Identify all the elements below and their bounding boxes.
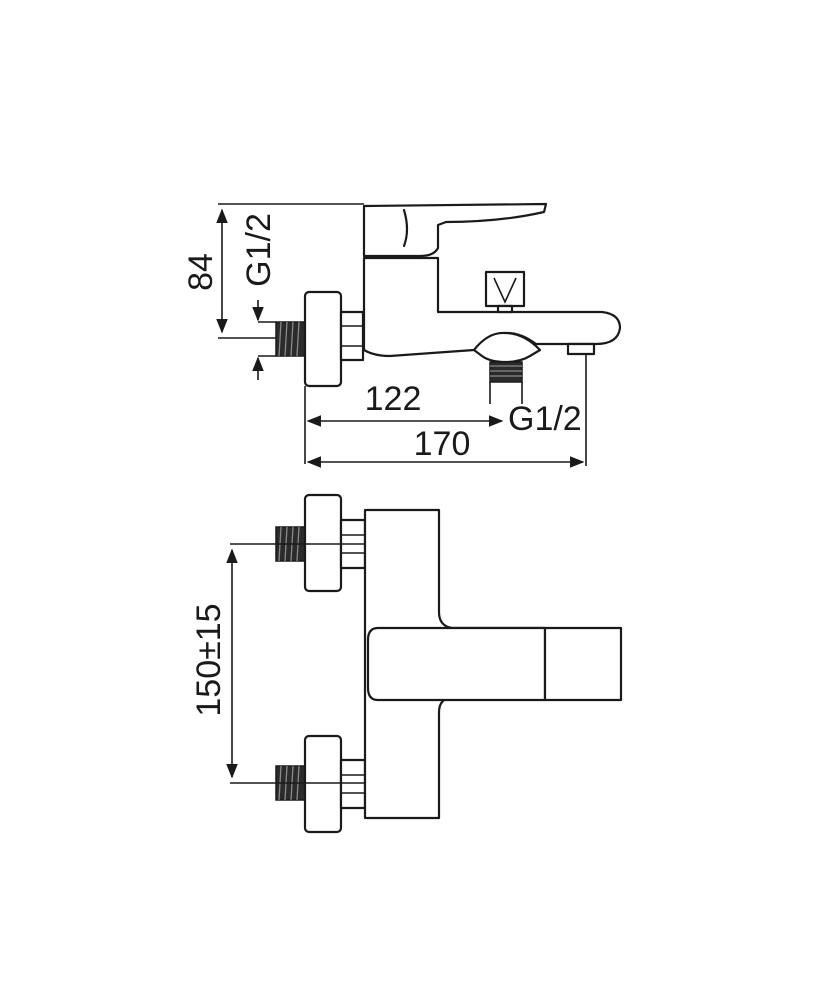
dim-outlet-thread: G1/2 [489,382,582,438]
dim-centers-label: 150±15 [190,603,228,716]
dim-spout-label: 122 [365,380,422,418]
wall-flange [303,290,343,388]
lower-inlet [275,734,367,834]
dim-centers: 150±15 [190,548,238,779]
lever-handle-top [366,626,547,702]
spout-top [543,626,623,702]
handle-edge [402,208,409,248]
upper-inlet [275,493,367,593]
dim-inlet-label: G1/2 [240,213,278,287]
dim-inlet-thread: G1/2 [240,213,278,380]
top-view: 150±15 [190,493,623,834]
outlet-thread [489,361,523,383]
dim-spout: 122 [304,380,504,464]
dim-overall: 170 [306,354,587,468]
inlet-thread-nipple [275,321,307,357]
dim-height: 84 [182,203,364,339]
side-view: 84 G1/2 G1/2 122 170 [182,202,622,468]
dim-height-label: 84 [182,253,220,291]
aerator [566,342,596,356]
hex-connector [339,310,365,362]
lever-handle [362,202,548,258]
dim-overall-label: 170 [414,425,471,463]
dim-outlet-label: G1/2 [508,400,582,438]
shower-outlet [472,331,542,364]
diverter-knob [484,270,526,314]
